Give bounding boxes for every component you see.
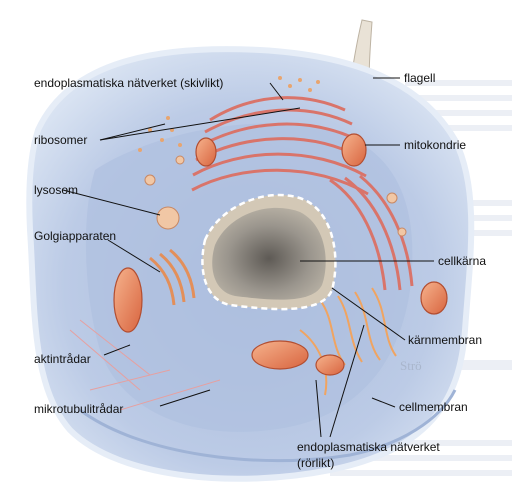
cytoskeleton bbox=[69, 319, 221, 411]
rough-er bbox=[191, 96, 414, 291]
label-cell-membrane: cellmembran bbox=[399, 400, 468, 414]
ribosomes bbox=[138, 76, 320, 152]
label-nuclear-membrane: kärnmembran bbox=[408, 333, 483, 347]
label-er-bottom-line2: (rörlikt) bbox=[297, 456, 335, 470]
label-flagellum: flagell bbox=[404, 71, 436, 85]
label-actin: aktintrådar bbox=[34, 352, 91, 366]
label-lysosome: lysosom bbox=[34, 183, 79, 197]
background-heading-fragment: Strö bbox=[400, 358, 422, 373]
nucleus bbox=[201, 193, 337, 311]
label-nucleus: cellkärna bbox=[438, 254, 487, 268]
golgi-apparatus bbox=[149, 248, 196, 306]
label-golgi: Golgiapparaten bbox=[34, 229, 117, 243]
label-er-smooth-top: endoplasmatiska nätverket (skivlikt) bbox=[34, 76, 224, 90]
mitochondria bbox=[113, 133, 448, 376]
label-ribosomes: ribosomer bbox=[34, 133, 88, 147]
label-mitochondrion: mitokondrie bbox=[404, 138, 467, 152]
label-microtubules: mikrotubulitrådar bbox=[34, 402, 124, 416]
leader-lines bbox=[62, 77, 434, 438]
lysosomes bbox=[144, 155, 407, 237]
label-er-bottom-line1: endoplasmatiska nätverket bbox=[297, 440, 440, 454]
